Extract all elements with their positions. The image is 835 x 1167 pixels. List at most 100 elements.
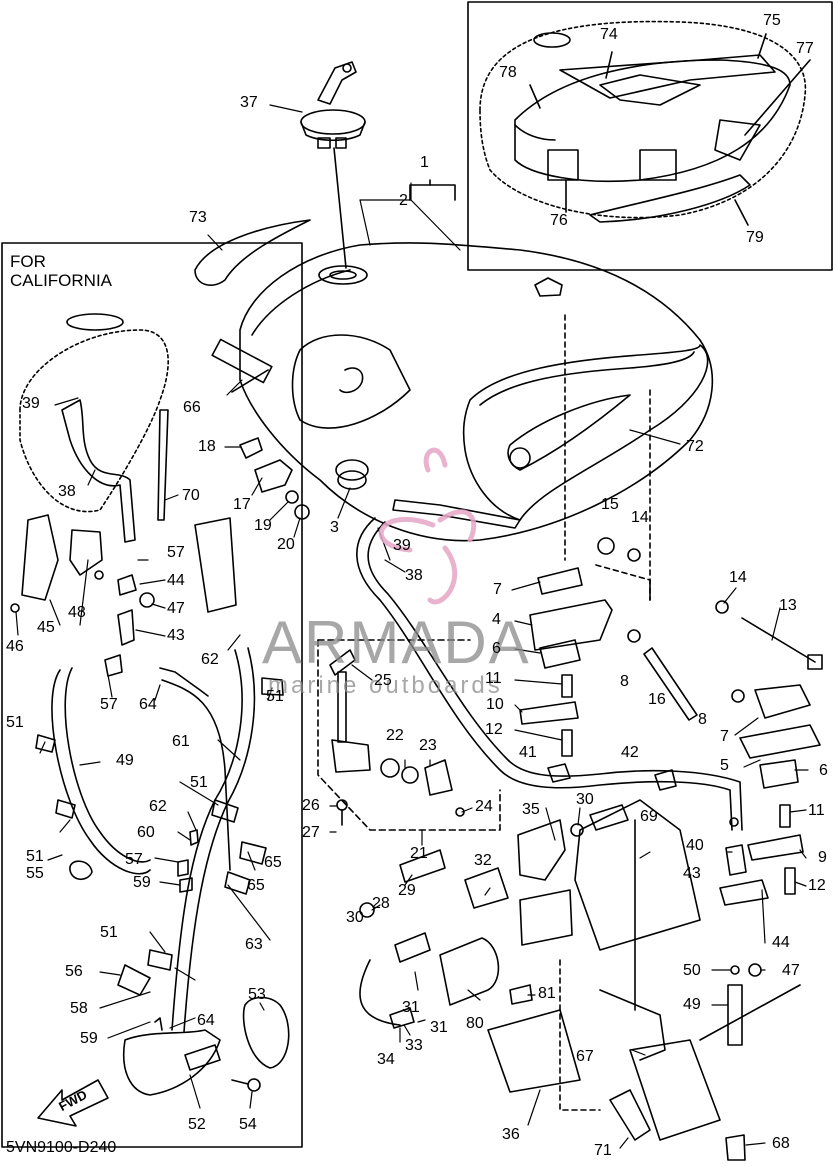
callout-75: 75 (763, 12, 781, 29)
callout-60: 60 (137, 824, 155, 841)
inset-frame-tank-cover (467, 1, 833, 271)
callout-6: 6 (492, 640, 501, 657)
fuel-hose (356, 517, 733, 831)
watermark-tagline: marine outboards (268, 672, 503, 699)
callout-61: 61 (172, 733, 190, 750)
callout-48: 48 (68, 604, 86, 621)
callout-11: 11 (808, 802, 825, 819)
callout-26: 26 (302, 797, 320, 814)
fuel-tank (239, 179, 714, 601)
callout-51: 51 (26, 848, 44, 865)
callout-14: 14 (631, 509, 649, 526)
clip-41 (547, 763, 571, 783)
callout-7: 7 (720, 728, 729, 745)
callout-57: 57 (167, 544, 185, 561)
callout-45: 45 (37, 619, 55, 636)
callout-16: 16 (648, 691, 666, 708)
mount-brackets (519, 537, 823, 895)
callout-62: 62 (201, 651, 219, 668)
callout-57: 57 (100, 696, 118, 713)
callout-33: 33 (405, 1037, 423, 1054)
callout-65: 65 (264, 854, 282, 871)
callout-4: 4 (492, 611, 501, 628)
fuel-cock (317, 639, 501, 831)
callout-7: 7 (493, 581, 502, 598)
callout-38: 38 (405, 567, 423, 584)
callout-51: 51 (100, 924, 118, 941)
callout-47: 47 (167, 600, 185, 617)
callout-13: 13 (779, 597, 797, 614)
callout-65: 65 (247, 877, 265, 894)
drawing-code: 5VN9100-D240 (6, 1139, 117, 1156)
hose-66 (211, 338, 273, 384)
callout-29: 29 (398, 882, 416, 899)
callout-6: 6 (819, 762, 828, 779)
callout-50: 50 (683, 962, 701, 979)
callout-51: 51 (190, 774, 208, 791)
callout-49: 49 (683, 996, 701, 1013)
callout-64: 64 (197, 1012, 215, 1029)
callout-74: 74 (600, 26, 618, 43)
callout-55: 55 (26, 865, 44, 882)
callout-69: 69 (640, 808, 658, 825)
callout-59: 59 (80, 1030, 98, 1047)
california-inset-parts (10, 313, 290, 1096)
callout-11: 11 (485, 670, 502, 687)
side-emblem (194, 219, 311, 286)
pipe-66 (231, 369, 269, 393)
callout-39: 39 (393, 537, 411, 554)
inset-label-line2: CALIFORNIA (10, 271, 113, 290)
callout-72: 72 (686, 438, 704, 455)
callout-43: 43 (683, 865, 701, 882)
tank-cover-inset (479, 20, 811, 226)
inset-label-line1: FOR (10, 252, 46, 271)
callout-21: 21 (410, 845, 428, 862)
callout-20: 20 (277, 536, 295, 553)
callout-44: 44 (772, 934, 790, 951)
callout-79: 79 (746, 229, 764, 246)
callout-40: 40 (686, 837, 704, 854)
callout-15: 15 (601, 496, 619, 513)
callout-37: 37 (240, 94, 258, 111)
fuel-pump-assembly (359, 799, 801, 1141)
callout-53: 53 (248, 986, 266, 1003)
callout-66: 66 (183, 399, 201, 416)
callout-35: 35 (522, 801, 540, 818)
callout-67: 67 (576, 1048, 594, 1065)
callout-1: 1 (420, 154, 429, 171)
callout-51: 51 (6, 714, 24, 731)
watermark-logo (378, 447, 477, 605)
callout-25: 25 (374, 672, 392, 689)
callout-3: 3 (330, 519, 339, 536)
callout-10: 10 (486, 696, 504, 713)
callout-64: 64 (139, 696, 157, 713)
callout-70: 70 (182, 487, 200, 504)
callout-73: 73 (189, 209, 207, 226)
leader-lines (15, 104, 809, 1149)
watermark-brand: ARMADA (262, 609, 531, 676)
callout-30: 30 (576, 791, 594, 808)
callout-30: 30 (346, 909, 364, 926)
callout-28: 28 (372, 895, 390, 912)
callout-62: 62 (149, 798, 167, 815)
callout-27: 27 (302, 824, 320, 841)
callout-31: 31 (430, 1019, 448, 1036)
callout-71: 71 (594, 1142, 612, 1159)
inset-frame-california (1, 242, 303, 1148)
small-parts (239, 437, 369, 520)
callout-38: 38 (58, 483, 76, 500)
callout-17: 17 (233, 496, 251, 513)
callout-68: 68 (772, 1135, 790, 1152)
callout-12: 12 (808, 877, 826, 894)
callout-2: 2 (399, 192, 408, 209)
callout-22: 22 (386, 727, 404, 744)
callout-76: 76 (550, 212, 568, 229)
callout-43: 43 (167, 627, 185, 644)
callout-59: 59 (133, 874, 151, 891)
callout-36: 36 (502, 1126, 520, 1143)
callout-19: 19 (254, 517, 272, 534)
callout-78: 78 (499, 64, 517, 81)
callout-49: 49 (116, 752, 134, 769)
callout-46: 46 (6, 638, 24, 655)
